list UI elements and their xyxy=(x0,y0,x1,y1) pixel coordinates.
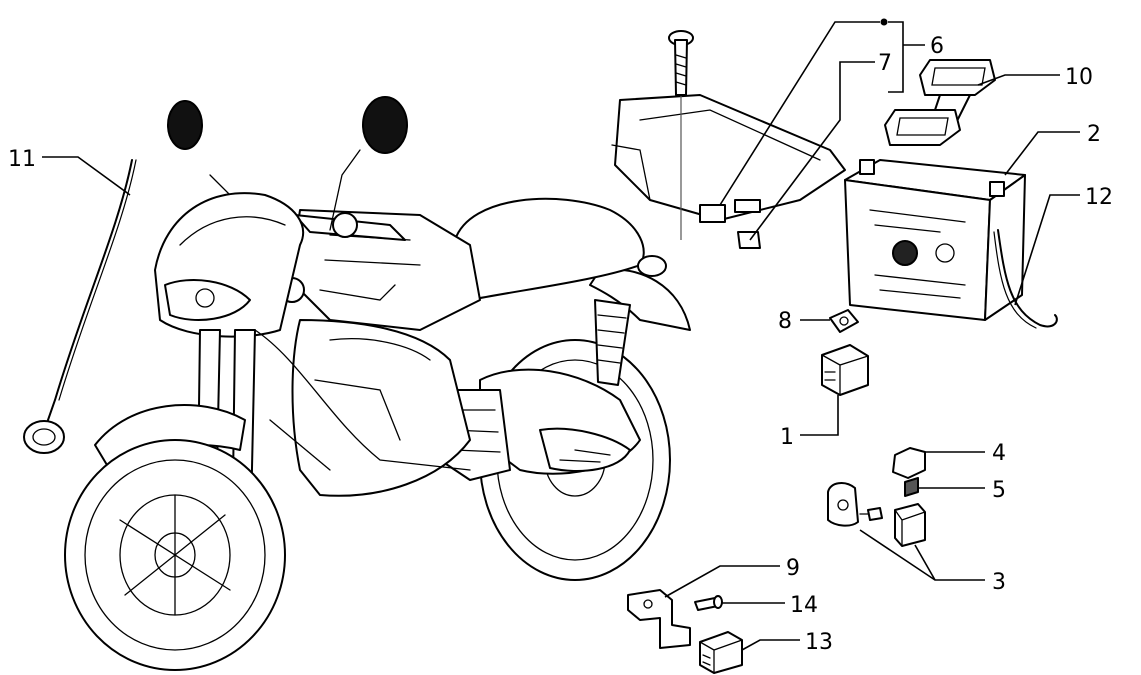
part-13-relay xyxy=(699,631,743,674)
callout-11: 11 xyxy=(8,147,36,172)
part-1-relay xyxy=(821,344,869,396)
callout-6: 6 xyxy=(930,34,944,59)
part-2-battery xyxy=(844,159,1058,329)
leader-lines xyxy=(42,18,1080,651)
callout-1: 1 xyxy=(780,425,794,450)
callout-13: 13 xyxy=(805,630,833,655)
part-14-screw xyxy=(694,595,723,611)
part-10-battery-strap xyxy=(884,59,996,146)
callout-2: 2 xyxy=(1087,122,1101,147)
part-9-bracket xyxy=(627,589,691,649)
part-bolt xyxy=(668,30,694,240)
callout-5: 5 xyxy=(992,478,1006,503)
callout-4: 4 xyxy=(992,441,1006,466)
callout-9: 9 xyxy=(786,556,800,581)
part-4-fuse-cap xyxy=(892,447,926,479)
part-11-sensor-cable xyxy=(23,159,137,454)
callout-12: 12 xyxy=(1085,185,1113,210)
part-6-battery-tray xyxy=(611,94,846,223)
part-7-rubber-pad xyxy=(737,231,761,249)
callout-3: 3 xyxy=(992,570,1006,595)
callout-labels: 11 6 7 10 2 12 8 1 4 5 3 9 14 13 xyxy=(8,34,1113,655)
motorcycle-illustration xyxy=(64,96,691,671)
callout-7: 7 xyxy=(878,51,892,76)
callout-14: 14 xyxy=(790,593,818,618)
callout-10: 10 xyxy=(1065,65,1093,90)
part-3-fuse-holder xyxy=(827,482,926,547)
part-8-clip xyxy=(829,309,859,333)
part-5-fuse xyxy=(904,477,919,497)
callout-8: 8 xyxy=(778,309,792,334)
